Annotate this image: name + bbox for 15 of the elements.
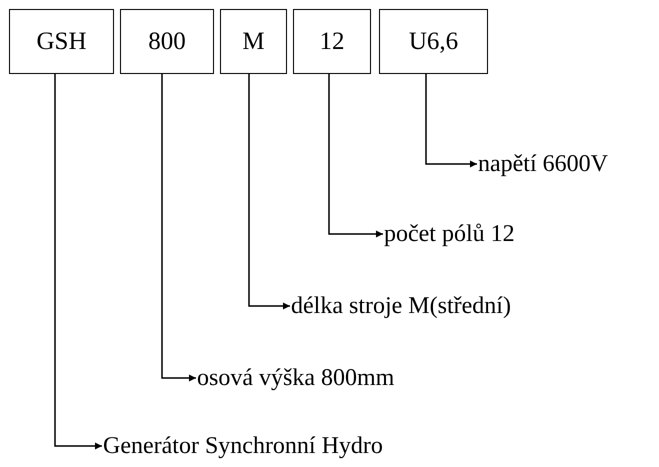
- connector-arrow: [54, 74, 102, 450]
- meaning-label: osová výška 800mm: [197, 362, 394, 394]
- code-box: 12: [293, 9, 371, 74]
- code-box: M: [220, 9, 287, 74]
- connector-arrow: [161, 74, 196, 382]
- code-box: U6,6: [379, 9, 488, 74]
- code-box: 800: [120, 9, 214, 74]
- meaning-label: délka stroje M(střední): [291, 290, 511, 322]
- meaning-label: napětí 6600V: [478, 148, 608, 180]
- connector-arrow: [248, 74, 290, 310]
- code-box: GSH: [9, 9, 114, 74]
- meaning-label: Generátor Synchronní Hydro: [103, 430, 383, 462]
- connector-arrow: [328, 74, 383, 238]
- meaning-label: počet pólů 12: [384, 218, 515, 250]
- connector-arrow: [425, 74, 477, 168]
